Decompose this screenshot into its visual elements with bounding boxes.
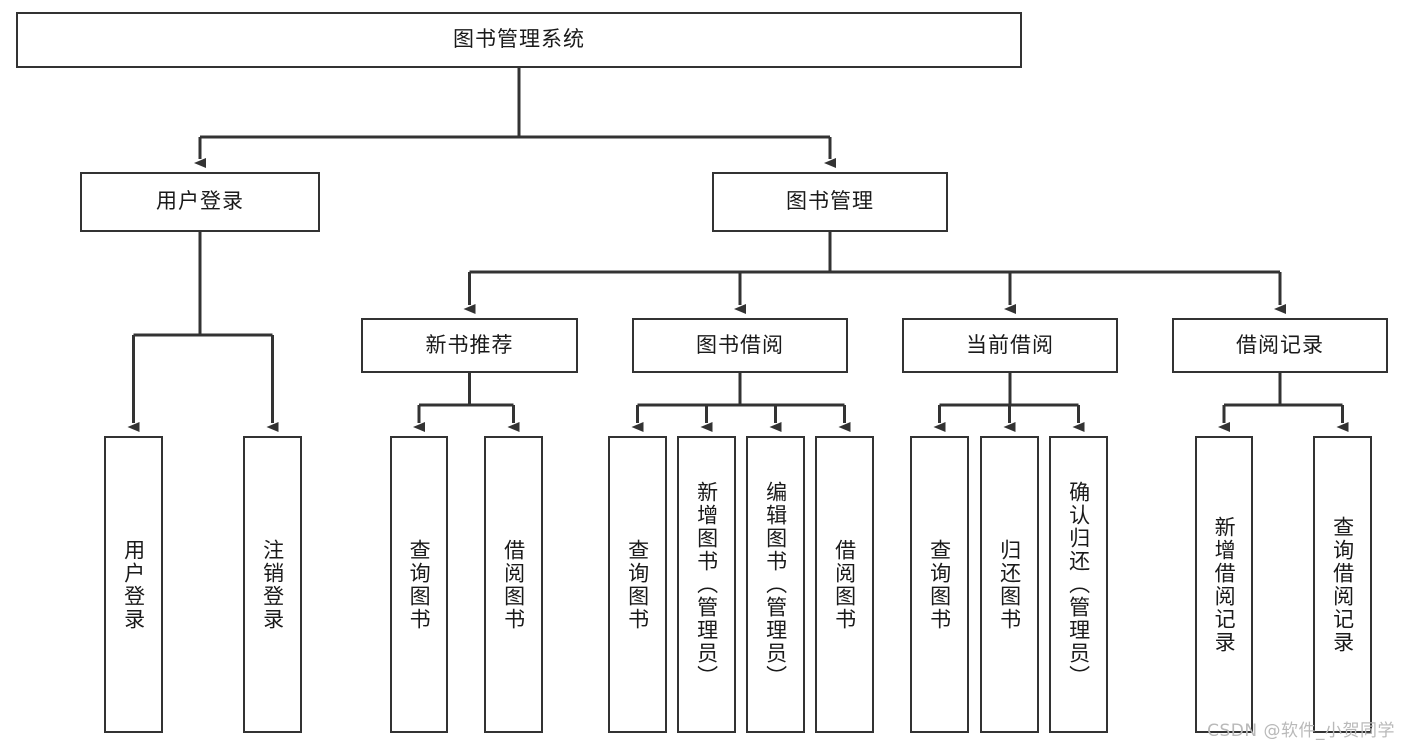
node-leaf-query-borrow-record[interactable]: 查询借阅记录 <box>1313 436 1372 733</box>
node-leaf-current-query-book[interactable]: 查询图书 <box>910 436 969 733</box>
node-root[interactable]: 图书管理系统 <box>16 12 1022 68</box>
node-leaf-user-logout[interactable]: 注销登录 <box>243 436 302 733</box>
node-leaf-add-borrow-record-label: 新增借阅记录 <box>1212 515 1237 654</box>
node-new-book-recommendation-label: 新书推荐 <box>425 332 514 357</box>
node-leaf-user-login[interactable]: 用户登录 <box>104 436 163 733</box>
node-current-borrowing[interactable]: 当前借阅 <box>902 318 1118 373</box>
node-leaf-return-book[interactable]: 归还图书 <box>980 436 1039 733</box>
node-user-login[interactable]: 用户登录 <box>80 172 320 232</box>
node-user-login-label: 用户登录 <box>156 189 244 214</box>
node-leaf-user-login-label: 用户登录 <box>121 538 146 631</box>
node-new-book-recommendation[interactable]: 新书推荐 <box>361 318 578 373</box>
node-leaf-confirm-return-admin[interactable]: 确认归还（管理员） <box>1049 436 1108 733</box>
node-leaf-query-borrow-record-label: 查询借阅记录 <box>1330 515 1355 654</box>
node-leaf-edit-book-admin[interactable]: 编辑图书（管理员） <box>746 436 805 733</box>
node-current-borrowing-label: 当前借阅 <box>966 332 1054 357</box>
node-leaf-borrow-book-label: 借阅图书 <box>832 538 857 631</box>
node-leaf-current-query-book-label: 查询图书 <box>927 538 952 631</box>
node-book-management-label: 图书管理 <box>786 189 874 214</box>
node-leaf-borrow-query-book[interactable]: 查询图书 <box>608 436 667 733</box>
node-borrowing-records-label: 借阅记录 <box>1236 332 1324 357</box>
node-root-label: 图书管理系统 <box>453 27 585 52</box>
node-leaf-return-book-label: 归还图书 <box>997 538 1022 631</box>
node-leaf-edit-book-admin-label: 编辑图书（管理员） <box>763 481 788 688</box>
node-leaf-add-book-admin-label: 新增图书（管理员） <box>694 481 719 688</box>
node-leaf-add-book-admin[interactable]: 新增图书（管理员） <box>677 436 736 733</box>
node-book-borrowing[interactable]: 图书借阅 <box>632 318 848 373</box>
node-borrowing-records[interactable]: 借阅记录 <box>1172 318 1388 373</box>
node-leaf-add-borrow-record[interactable]: 新增借阅记录 <box>1195 436 1253 733</box>
node-book-management[interactable]: 图书管理 <box>712 172 948 232</box>
node-leaf-rec-query-book-label: 查询图书 <box>407 538 432 631</box>
node-leaf-confirm-return-admin-label: 确认归还（管理员） <box>1066 481 1091 688</box>
node-leaf-borrow-query-book-label: 查询图书 <box>625 538 650 631</box>
watermark: CSDN @软件_小贺同学 <box>1207 721 1395 741</box>
node-leaf-rec-query-book[interactable]: 查询图书 <box>390 436 448 733</box>
node-leaf-borrow-book[interactable]: 借阅图书 <box>815 436 874 733</box>
node-book-borrowing-label: 图书借阅 <box>696 332 784 357</box>
node-leaf-rec-borrow-book[interactable]: 借阅图书 <box>484 436 543 733</box>
node-leaf-user-logout-label: 注销登录 <box>260 538 285 631</box>
node-leaf-rec-borrow-book-label: 借阅图书 <box>501 538 526 631</box>
